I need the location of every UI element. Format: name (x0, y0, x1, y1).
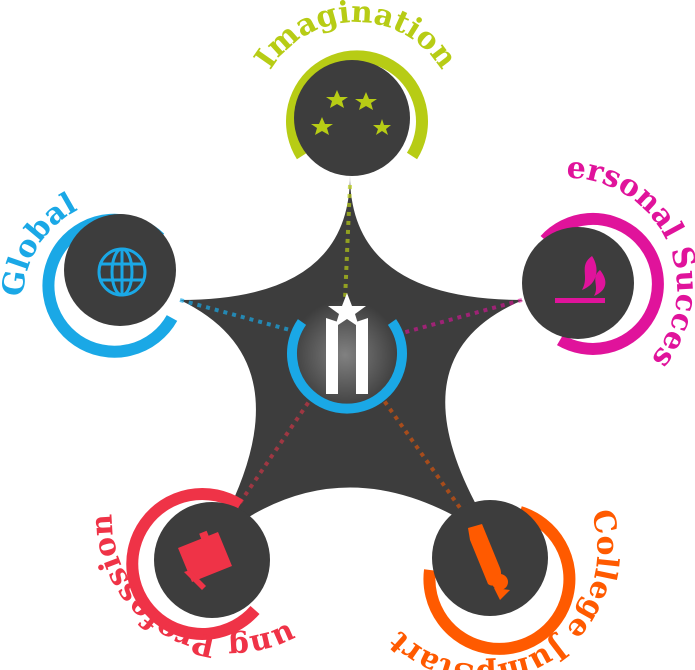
node-global[interactable] (42, 213, 178, 358)
center-ring (287, 319, 407, 414)
connector-college-jumpstart (378, 393, 467, 517)
personal-success-ring (540, 212, 664, 355)
young-professionals-ring (126, 487, 260, 640)
connector-personal-success (394, 298, 523, 337)
rocket-icon (468, 524, 510, 600)
flame-icon (555, 256, 606, 303)
center-logo (287, 293, 407, 414)
globe-icon (97, 247, 147, 297)
connector-young-professionals (233, 398, 312, 512)
imagination-ring (286, 50, 428, 160)
node-college-jumpstart[interactable] (423, 500, 576, 655)
connector-imagination (343, 184, 352, 301)
node-personal-success[interactable] (522, 212, 664, 355)
star-logo-icon (326, 293, 368, 394)
briefcase-icon (178, 530, 232, 590)
stars-icon (311, 90, 391, 135)
node-imagination[interactable] (286, 50, 428, 176)
node-young-professionals[interactable] (126, 487, 270, 640)
college-jumpstart-ring (423, 506, 576, 655)
connector-global (179, 298, 291, 332)
